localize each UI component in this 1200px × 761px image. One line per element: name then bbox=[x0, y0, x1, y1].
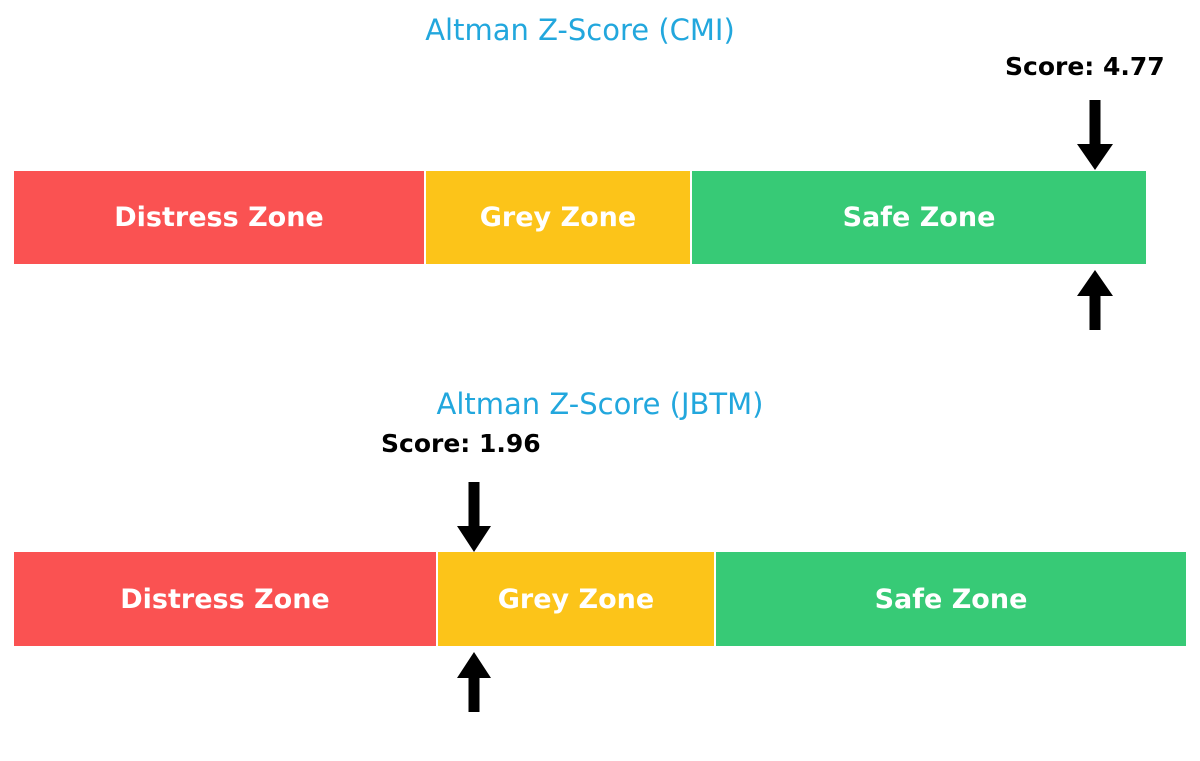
zone-label-grey-cmi: Grey Zone bbox=[479, 202, 637, 233]
zone-distress-cmi: Distress Zone bbox=[14, 171, 424, 264]
zone-label-grey-jbtm: Grey Zone bbox=[497, 583, 655, 615]
zone-label-safe-jbtm: Safe Zone bbox=[874, 583, 1028, 615]
zone-label-distress-jbtm: Distress Zone bbox=[120, 583, 330, 615]
score-marker-down-icon-jbtm bbox=[457, 482, 491, 552]
chart-title-jbtm: Altman Z-Score (JBTM) bbox=[436, 387, 764, 421]
zone-safe-cmi: Safe Zone bbox=[692, 171, 1146, 264]
chart-title-cmi: Altman Z-Score (CMI) bbox=[425, 13, 735, 47]
score-label-cmi: Score: 4.77 bbox=[1005, 52, 1165, 81]
zone-grey-jbtm: Grey Zone bbox=[438, 552, 714, 646]
zone-gauge-cmi: Distress Zone Grey Zone Safe Zone bbox=[14, 171, 1146, 264]
zone-distress-jbtm: Distress Zone bbox=[14, 552, 436, 646]
zone-grey-cmi: Grey Zone bbox=[426, 171, 690, 264]
zone-label-distress-cmi: Distress Zone bbox=[114, 202, 324, 233]
zone-gauge-jbtm: Distress Zone Grey Zone Safe Zone bbox=[14, 552, 1186, 646]
score-label-jbtm: Score: 1.96 bbox=[381, 429, 541, 458]
zone-label-safe-cmi: Safe Zone bbox=[842, 202, 996, 233]
score-marker-up-icon-cmi bbox=[1077, 270, 1113, 330]
zone-safe-jbtm: Safe Zone bbox=[716, 552, 1186, 646]
score-marker-down-icon-cmi bbox=[1077, 100, 1113, 170]
score-marker-up-icon-jbtm bbox=[457, 652, 491, 712]
